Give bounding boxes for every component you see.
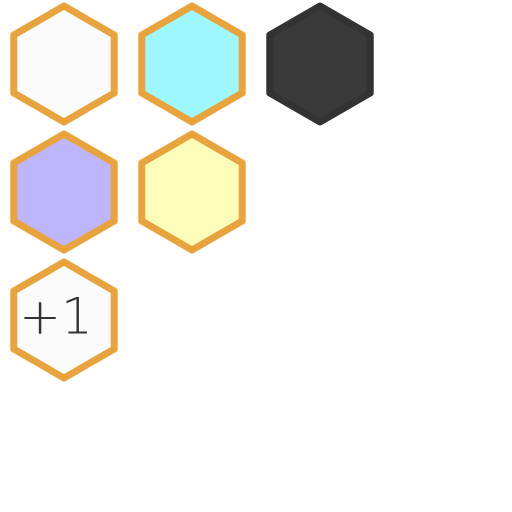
tile-plus-one[interactable]: +1 <box>10 258 118 382</box>
tile-black[interactable] <box>266 2 374 126</box>
hex-tile-shape[interactable] <box>266 2 374 126</box>
hex-tile-shape[interactable] <box>138 2 246 126</box>
hex-tile-shape[interactable] <box>138 130 246 254</box>
hex-tile-shape[interactable] <box>10 2 118 126</box>
tile-white[interactable] <box>10 2 118 126</box>
tile-cyan[interactable] <box>138 2 246 126</box>
tile-yellow[interactable] <box>138 130 246 254</box>
hex-tile-label: +1 <box>19 288 93 346</box>
hex-tile-shape[interactable] <box>10 258 118 382</box>
tile-lavender[interactable] <box>10 130 118 254</box>
hex-tile-shape[interactable] <box>10 130 118 254</box>
